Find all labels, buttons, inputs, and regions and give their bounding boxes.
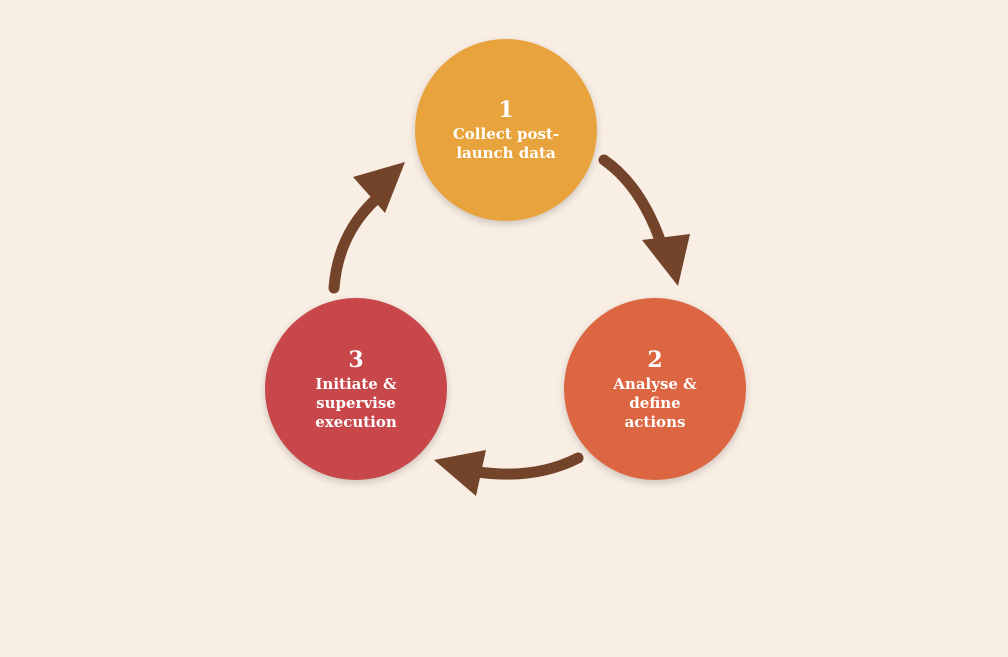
step-3-number: 3 <box>348 346 364 373</box>
step-2-circle: 2 Analyse & define actions <box>564 298 746 480</box>
step-3-label: Initiate & supervise execution <box>315 374 397 431</box>
arrow-shaft <box>472 452 584 480</box>
arrow-head <box>353 162 405 213</box>
arrow-head <box>642 234 690 286</box>
step-1-circle: 1 Collect post-launch data <box>415 39 597 221</box>
arrow-shaft <box>598 154 666 246</box>
step-2-number: 2 <box>647 346 663 373</box>
arrow-head <box>434 450 486 496</box>
step-1-label: Collect post-launch data <box>452 125 560 162</box>
arrow-step1-to-step2 <box>598 154 690 286</box>
arrow-step2-to-step3 <box>434 450 584 496</box>
step-2-label: Analyse & define actions <box>613 374 697 431</box>
step-3-circle: 3 Initiate & supervise execution <box>265 298 447 480</box>
step-1-number: 1 <box>498 97 514 123</box>
arrow-step3-to-step1 <box>328 162 405 294</box>
arrow-shaft <box>328 194 381 294</box>
